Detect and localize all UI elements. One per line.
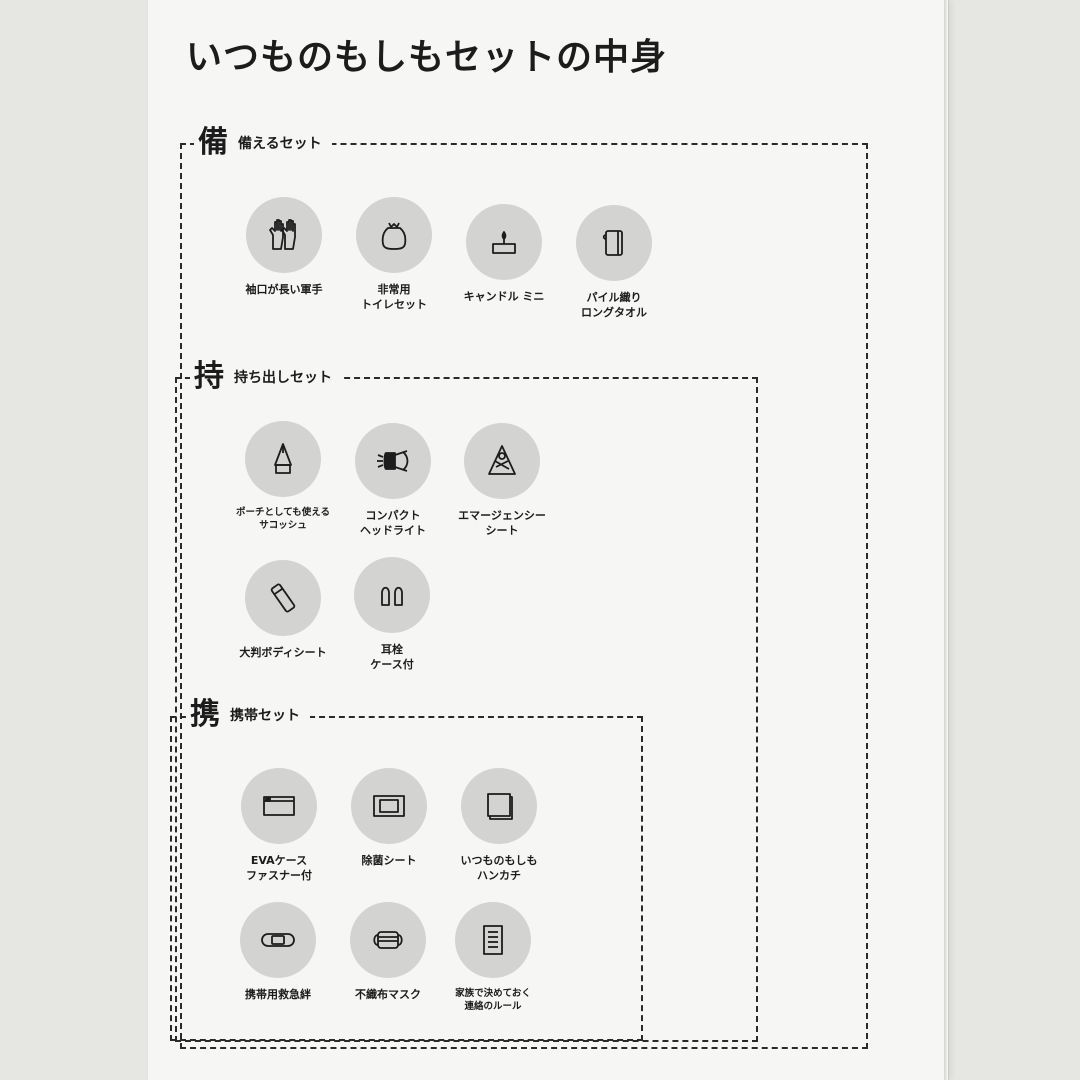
icon-circle — [461, 768, 537, 844]
item-family-rules: 家族で決めておく 連絡のルール — [428, 902, 558, 1014]
icon-circle — [356, 197, 432, 273]
item-label: 携帯用救急絆 — [245, 988, 311, 1001]
headlight-icon — [377, 450, 409, 472]
rules-card-icon — [483, 925, 503, 955]
icon-circle — [241, 768, 317, 844]
section-kanji: 備 — [198, 125, 228, 160]
item-body-sheet: 大判ボディシート — [218, 560, 348, 661]
item-mask: 不織布マスク — [323, 902, 453, 1003]
item-label: 不織布マスク — [355, 988, 421, 1001]
item-headlight: コンパクト ヘッドライト — [328, 423, 458, 539]
item-label: EVAケース ファスナー付 — [246, 854, 312, 882]
item-candle: キャンドル ミニ — [439, 204, 569, 305]
icon-circle — [466, 204, 542, 280]
bandage-icon — [261, 933, 295, 947]
icon-circle — [576, 205, 652, 281]
sacoche-icon — [274, 443, 292, 474]
icon-circle — [246, 197, 322, 273]
mochidashi-set-frame — [175, 377, 758, 1042]
item-towel: パイル織り ロングタオル — [549, 205, 679, 321]
section-header-sonaeru: 備 備えるセット — [194, 128, 332, 158]
item-label: 大判ボディシート — [239, 646, 327, 659]
paper-edge — [944, 0, 947, 1080]
item-bandage: 携帯用救急絆 — [213, 902, 343, 1003]
item-earplugs: 耳栓 ケース付 — [327, 557, 457, 673]
earplugs-icon — [381, 586, 403, 606]
item-wet-wipes: 除菌シート — [324, 768, 454, 869]
wet-wipes-icon — [373, 795, 405, 817]
icon-circle — [464, 423, 540, 499]
item-label: 家族で決めておく 連絡のルール — [455, 988, 531, 1012]
icon-circle — [245, 560, 321, 636]
item-label: いつものもしも ハンカチ — [460, 854, 538, 882]
icon-circle — [355, 423, 431, 499]
paper-sheet — [148, 0, 948, 1080]
item-label: 耳栓 ケース付 — [370, 643, 414, 671]
sonaeru-set-frame — [180, 143, 868, 1049]
item-label: 袖口が長い軍手 — [245, 283, 323, 296]
section-label: 備えるセット — [238, 136, 322, 152]
item-handkerchief: いつものもしも ハンカチ — [434, 768, 564, 884]
item-label: ポーチとしても使える サコッシュ — [236, 507, 330, 531]
item-label: パイル織り ロングタオル — [581, 291, 647, 319]
icon-circle — [455, 902, 531, 978]
item-emergency-sheet: エマージェンシー シート — [437, 423, 567, 539]
mask-icon — [373, 931, 403, 949]
toilet-bag-icon — [381, 222, 407, 250]
icon-circle — [351, 768, 427, 844]
item-label: 非常用 トイレセット — [361, 283, 427, 311]
section-header-keitai: 携 携帯セット — [186, 700, 310, 730]
section-kanji: 携 — [190, 697, 220, 732]
candle-icon — [492, 231, 516, 254]
zipper-case-icon — [263, 796, 295, 816]
icon-circle — [240, 902, 316, 978]
handkerchief-icon — [487, 793, 513, 820]
section-header-mochidashi: 持 持ち出しセット — [190, 362, 342, 392]
icon-circle — [354, 557, 430, 633]
item-label: コンパクト ヘッドライト — [360, 509, 426, 537]
item-toilet-set: 非常用 トイレセット — [329, 197, 459, 313]
body-sheet-icon — [270, 583, 296, 613]
item-sacoche: ポーチとしても使える サコッシュ — [218, 421, 348, 533]
item-label: エマージェンシー シート — [458, 509, 546, 537]
item-eva-case: EVAケース ファスナー付 — [214, 768, 344, 884]
page-title: いつものもしもセットの中身 — [186, 37, 668, 78]
icon-circle — [245, 421, 321, 497]
section-kanji: 持 — [194, 359, 224, 394]
item-label: 除菌シート — [361, 854, 417, 867]
section-label: 携帯セット — [230, 708, 300, 724]
item-gloves: 袖口が長い軍手 — [219, 197, 349, 298]
item-label: キャンドル ミニ — [463, 290, 545, 303]
icon-circle — [350, 902, 426, 978]
section-label: 持ち出しセット — [234, 370, 332, 386]
towel-icon — [602, 230, 623, 256]
keitai-set-frame — [170, 716, 643, 1041]
emergency-sheet-icon — [488, 445, 516, 475]
gloves-icon — [269, 219, 296, 250]
